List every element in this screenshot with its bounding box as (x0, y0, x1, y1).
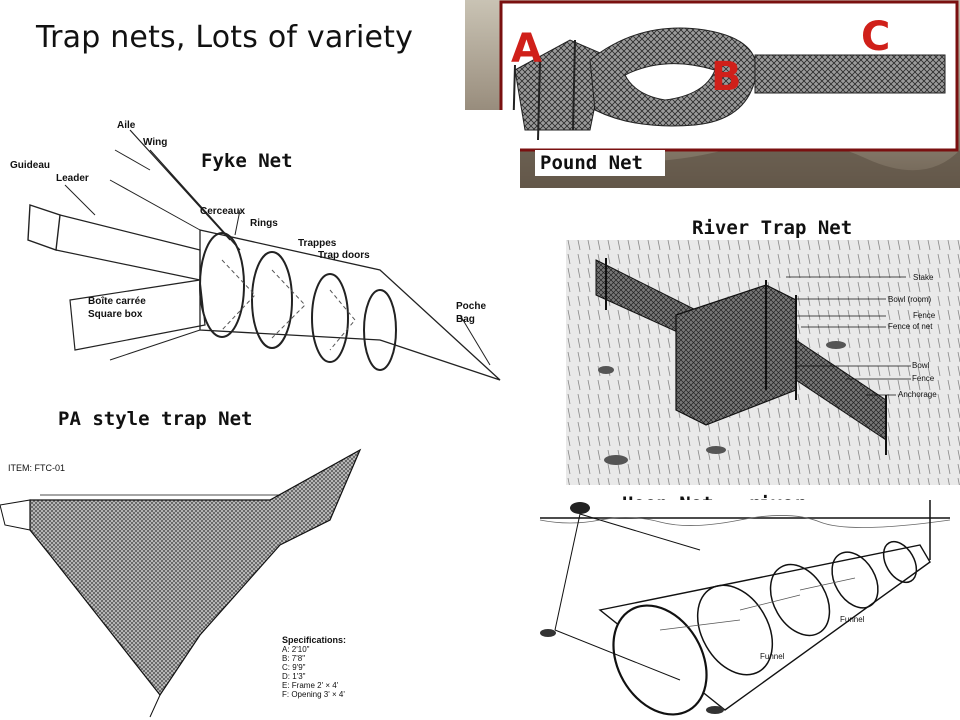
fyke-ann-boite: Boîte carrée (88, 296, 146, 307)
pa-item-id: ITEM: FTC-01 (8, 463, 66, 473)
river-trap-net-label: River Trap Net (692, 217, 853, 239)
slide-title: Trap nets, Lots of variety (36, 20, 414, 55)
pound-net-panel: A B C (465, 0, 960, 188)
fyke-ann-rings: Rings (250, 218, 278, 229)
pa-style-panel: ITEM: FTC-01 Specifications: A: 2'10" B:… (0, 435, 392, 720)
fyke-ann-wing: Wing (143, 137, 168, 148)
river-ann-fence: Fence (913, 311, 936, 320)
fyke-ann-trappes: Trappes (298, 238, 337, 249)
fyke-ann-square-box: Square box (88, 309, 143, 320)
pa-specs-title: Specifications: (282, 635, 347, 645)
pound-letter-c: C (861, 14, 891, 60)
fyke-net-panel: Aile Wing Guideau Leader Cerceaux Rings … (0, 110, 520, 410)
river-ann-fence-of-net: Fence of net (888, 322, 933, 331)
pa-spec-a: A: 2'10" (282, 645, 310, 654)
fyke-ann-leader: Leader (56, 173, 89, 184)
river-ann-anchorage: Anchorage (898, 390, 937, 399)
pa-spec-c: C: 9'9" (282, 663, 306, 672)
river-ann-fence-2: Fence (912, 374, 935, 383)
pound-letter-b: B (711, 54, 742, 100)
river-trap-net-panel: Stake Bowl (room) Fence Fence of net Bow… (566, 240, 960, 485)
fyke-ann-guideau: Guideau (10, 160, 51, 171)
pa-spec-d: D: 1'3" (282, 672, 306, 681)
hoop-ann-funnel-2: Funnel (760, 652, 785, 661)
pound-letter-a: A (511, 26, 542, 72)
pound-net-label: Pound Net (540, 152, 643, 174)
river-trap-net-illustration (566, 240, 960, 485)
fyke-net-illustration (0, 110, 520, 410)
river-ann-stake: Stake (913, 273, 934, 282)
pa-spec-f: F: Opening 3' × 4' (282, 690, 345, 699)
pa-spec-e: E: Frame 2' × 4' (282, 681, 339, 690)
pa-style-illustration (0, 435, 392, 720)
river-ann-bowl: Bowl (912, 361, 930, 370)
fyke-ann-bag: Bag (456, 314, 475, 325)
fyke-ann-trap-doors: Trap doors (318, 250, 370, 261)
fyke-ann-poche: Poche (456, 301, 487, 312)
hoop-net-panel: Funnel Funnel (510, 500, 960, 720)
fyke-ann-cerceaux: Cerceaux (200, 206, 246, 217)
pa-spec-b: B: 7'8" (282, 654, 306, 663)
river-ann-bowl-room: Bowl (room) (888, 295, 932, 304)
pa-style-label: PA style trap Net (58, 408, 253, 430)
pound-net-label-bg (535, 150, 665, 176)
pa-specs: Specifications: A: 2'10" B: 7'8" C: 9'9"… (282, 635, 390, 699)
pound-net-illustration (465, 0, 960, 188)
hoop-net-illustration (510, 500, 960, 720)
hoop-ann-funnel-1: Funnel (840, 615, 865, 624)
fyke-ann-aile: Aile (117, 120, 136, 131)
fyke-net-label: Fyke Net (201, 150, 293, 172)
